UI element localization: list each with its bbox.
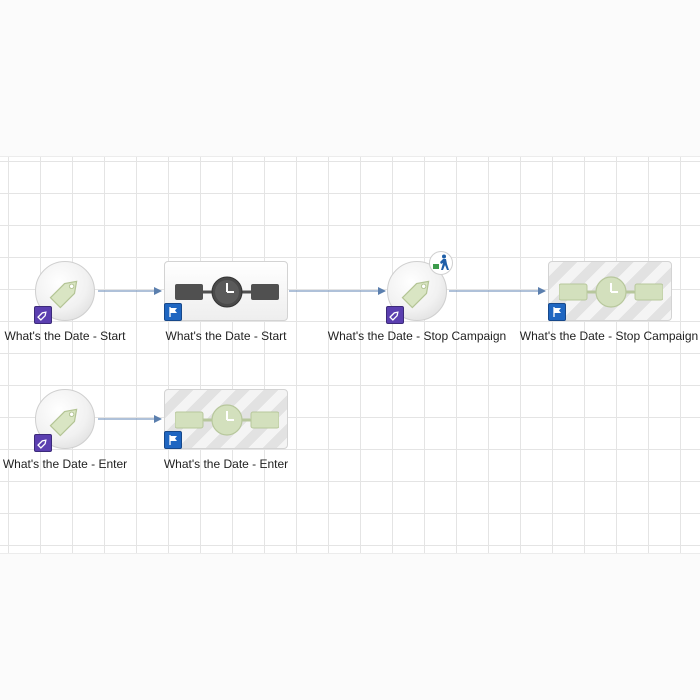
- node-label: What's the Date - Stop Campaign: [327, 329, 507, 343]
- tag-icon: [49, 280, 78, 309]
- timer-node[interactable]: [548, 261, 672, 321]
- tag-badge-icon: [34, 306, 52, 324]
- tag-node[interactable]: [386, 251, 453, 324]
- flag-icon: [548, 303, 566, 321]
- tag-badge-icon: [34, 434, 52, 452]
- tag-node[interactable]: [34, 389, 97, 452]
- tag-icon: [401, 280, 430, 309]
- timer-node[interactable]: [164, 261, 288, 321]
- flag-icon: [164, 303, 182, 321]
- tag-icon: [49, 408, 78, 437]
- tag-badge-icon: [386, 306, 404, 324]
- timer-node[interactable]: [164, 389, 288, 449]
- clock-icon: [175, 404, 279, 436]
- exit-person-icon: [429, 251, 453, 275]
- node-label: What's the Date - Start: [4, 329, 126, 343]
- node-label: What's the Date - Start: [165, 329, 287, 343]
- clock-icon: [559, 276, 663, 308]
- node-label: What's the Date - Stop Campaign: [519, 329, 699, 343]
- node-label: What's the Date - Enter: [2, 457, 128, 471]
- tag-node[interactable]: [34, 261, 97, 324]
- campaign-canvas[interactable]: [0, 156, 700, 554]
- flag-icon: [164, 431, 182, 449]
- node-label: What's the Date - Enter: [163, 457, 289, 471]
- clock-icon: [175, 276, 279, 308]
